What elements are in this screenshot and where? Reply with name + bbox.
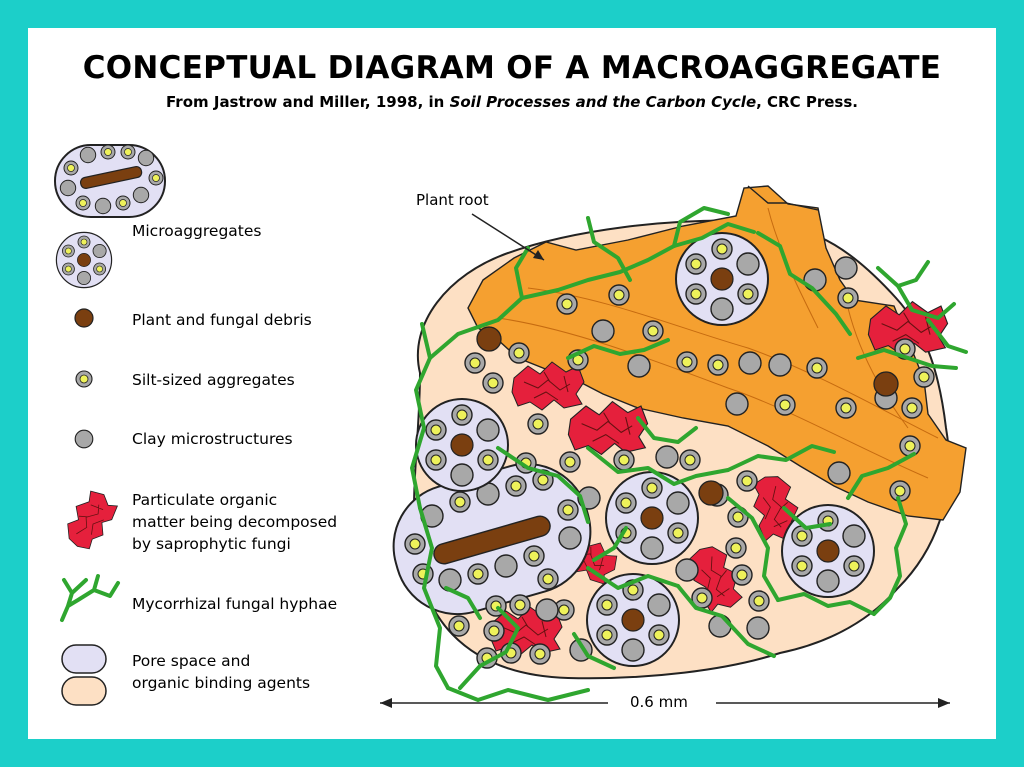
legend-label-pore-space: Pore space and organic binding agents bbox=[132, 652, 311, 692]
legend-icon-silt bbox=[75, 370, 93, 388]
legend-label-hyphae: Mycorrhizal fungal hyphae bbox=[132, 595, 338, 613]
legend-icon-debris bbox=[74, 308, 94, 328]
debris-dots bbox=[476, 326, 899, 506]
macroaggregate-artwork bbox=[54, 144, 968, 708]
subtitle-publisher: , CRC Press. bbox=[756, 93, 858, 111]
macroaggregate bbox=[392, 185, 968, 702]
legend-icon-clay bbox=[74, 429, 94, 449]
legend-label-pom: Particulate organic matter being decompo… bbox=[132, 491, 338, 553]
legend-icon-pom bbox=[57, 484, 123, 556]
legend-icon-hyphae bbox=[60, 574, 120, 622]
diagram-frame: CONCEPTUAL DIAGRAM OF A MACROAGGREGATE F… bbox=[28, 28, 996, 739]
subtitle-book-title: Soil Processes and the Carbon Cycle bbox=[449, 93, 757, 111]
legend-icon-binding-agent bbox=[61, 676, 107, 706]
legend-label-clay: Clay microstructures bbox=[132, 430, 293, 448]
scale-bar bbox=[380, 698, 950, 708]
diagram-title: CONCEPTUAL DIAGRAM OF A MACROAGGREGATE bbox=[82, 50, 942, 86]
root-pointer-arrowhead bbox=[533, 250, 544, 260]
plant-root-label: Plant root bbox=[416, 191, 489, 209]
scale-bar-label: 0.6 mm bbox=[624, 693, 694, 711]
legend-label-silt: Silt-sized aggregates bbox=[132, 371, 295, 389]
mycorrhizal-hyphae bbox=[410, 206, 968, 702]
diagram-subtitle: From Jastrow and Miller, 1998, in Soil P… bbox=[28, 93, 996, 111]
legend-icon-pore-space bbox=[61, 644, 107, 674]
root-pointer-line bbox=[471, 213, 545, 261]
legend-icon-elongated-microaggregate bbox=[54, 144, 166, 218]
legend-icon-microaggregate bbox=[56, 232, 111, 287]
legend-label-microaggregates: Microaggregates bbox=[132, 222, 262, 240]
subtitle-text: From Jastrow and Miller, 1998, in bbox=[166, 93, 450, 111]
legend-label-debris: Plant and fungal debris bbox=[132, 311, 312, 329]
